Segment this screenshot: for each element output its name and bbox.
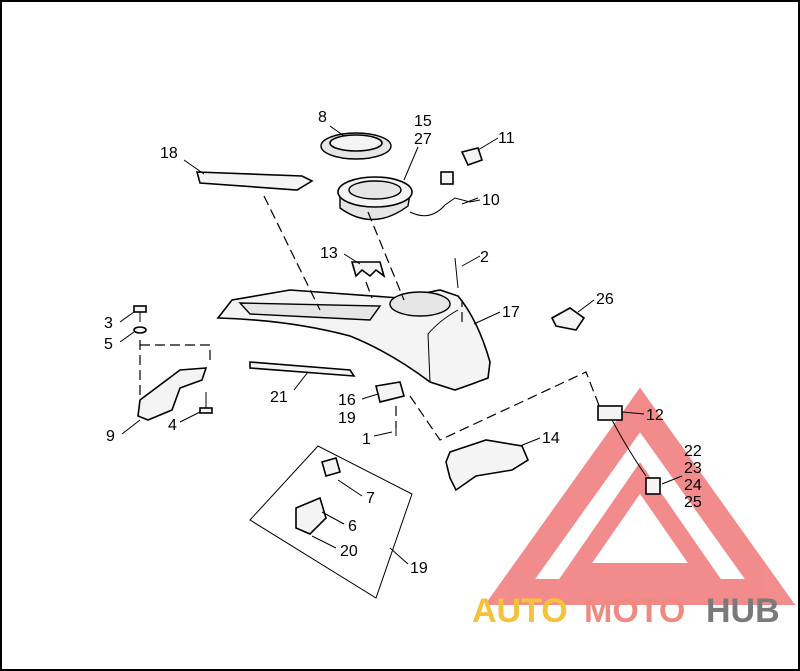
part-9-bracket [137,367,208,421]
group-19-box [249,445,413,599]
label-7: 7 [366,490,375,507]
watermark-logo [484,387,796,605]
part-7-key [321,457,341,477]
label-14: 14 [542,430,560,447]
label-23: 23 [684,460,702,477]
part-15-speedometer [337,176,413,221]
part-8-bezel-ring [320,132,392,160]
part-17-recess [238,302,382,321]
label-10: 10 [482,192,500,209]
watermark-moto: MOTO [584,592,685,630]
part-10-wire [409,197,481,217]
part-26-bracket [550,307,586,331]
label-24: 24 [684,477,702,494]
watermark-hub: HUB [706,592,780,630]
part-3-bolt [133,305,147,322]
label-6: 6 [348,518,357,535]
part-14-lower-housing [445,439,530,492]
part-10-connector [440,171,454,185]
label-21: 21 [270,389,288,406]
label-13: 13 [320,245,338,262]
part-6-lock [295,496,327,535]
label-19-group: 19 [410,560,428,577]
centerline-b [367,211,405,301]
part-21-strip [249,361,356,377]
centerline-f [409,371,601,441]
label-3: 3 [104,315,113,332]
part-12-harness [597,405,661,495]
label-17: 17 [502,304,520,321]
label-5: 5 [104,336,113,353]
part-2-screw [454,257,459,289]
label-18: 18 [160,145,178,162]
label-26: 26 [596,291,614,308]
part-11-bulb [460,147,484,166]
label-15: 15 [414,113,432,130]
part-18-trim-strip [195,171,314,191]
label-16: 16 [338,392,356,409]
label-12: 12 [646,407,664,424]
label-22: 22 [684,443,702,460]
watermark-text: AUTO MOTO HUB [472,592,780,630]
part-16-switch [375,381,405,403]
centerline-c [365,281,373,299]
label-25: 25 [684,494,702,511]
label-20: 20 [340,543,358,560]
label-1: 1 [362,431,371,448]
part-5-washer [133,326,147,334]
part-13-clip [350,261,386,279]
part-4-screw [199,392,213,414]
label-8: 8 [318,109,327,126]
label-19-top: 19 [338,410,356,427]
label-4: 4 [168,417,177,434]
part-17-gauge-opening [389,291,451,317]
label-9: 9 [106,428,115,445]
label-27: 27 [414,131,432,148]
centerline-d [139,340,211,400]
watermark-auto: AUTO [472,592,568,630]
label-2: 2 [480,249,489,266]
centerline-a [263,195,321,311]
leader-lines [119,125,683,565]
label-11: 11 [498,130,515,147]
